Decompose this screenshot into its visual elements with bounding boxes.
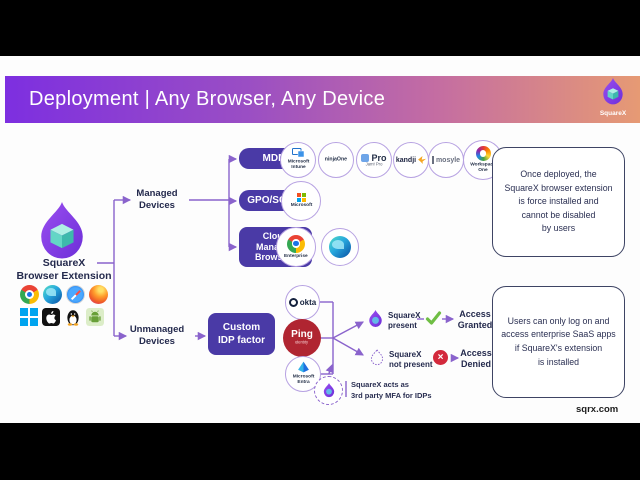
squarex-flame-icon (41, 202, 83, 259)
entra-icon (297, 361, 309, 373)
vendor-okta: okta (285, 285, 320, 320)
brand-name: SquareX (599, 110, 627, 117)
okta-ring-icon (288, 298, 298, 307)
cross-icon: × (433, 350, 448, 365)
access-granted-label: Access Granted (457, 309, 493, 331)
edge-icon (43, 285, 62, 304)
letterbox-bottom (0, 423, 640, 480)
vendor-ping: Ping identity (283, 319, 321, 357)
windows-icon (20, 308, 38, 326)
page-title: Deployment | Any Browser, Any Device (29, 88, 386, 110)
vendor-chrome-enterprise: Enterprise (276, 227, 316, 267)
mfa-note: SquareX acts as 3rd party MFA for IDPs (351, 380, 432, 400)
firefox-icon (89, 285, 108, 304)
slide-header: Deployment | Any Browser, Any Device Squ… (5, 76, 640, 123)
squarex-flame-outline-icon (370, 349, 384, 366)
chrome-enterprise-icon (287, 234, 305, 253)
squarex-present-label: SquareX present (388, 311, 421, 330)
unmanaged-devices-label: Unmanaged Devices (129, 324, 185, 347)
safari-icon (66, 285, 85, 304)
callout-forced-install: Once deployed, the SquareX browser exten… (492, 147, 625, 257)
vendor-ninjaone: ninjaOne (318, 142, 354, 178)
intune-icon (291, 148, 304, 158)
supported-os (20, 308, 104, 326)
callout-saas-gate: Users can only log on and access enterpr… (492, 286, 625, 398)
slide-canvas: Deployment | Any Browser, Any Device Squ… (0, 56, 640, 423)
letterbox-top (0, 0, 640, 56)
supported-browsers (20, 285, 108, 304)
vendor-jamf: Pro Jamf Pro (356, 142, 392, 178)
vendor-kandji: kandji (393, 142, 429, 178)
vendor-edge (321, 228, 359, 266)
footer-url: sqrx.com (576, 404, 619, 415)
check-icon (425, 311, 442, 325)
vendor-microsoft: Microsoft (281, 181, 321, 221)
managed-devices-label: Managed Devices (136, 188, 178, 211)
microsoft-logo-icon (296, 193, 306, 203)
vendor-mosyle: mosyle (428, 142, 464, 178)
extension-name: SquareX Browser Extension (16, 257, 112, 283)
squarex-flame-icon (603, 78, 623, 105)
brand-lockup: SquareX (596, 78, 630, 117)
kandji-bird-icon (418, 156, 427, 164)
vendor-intune: Microsoft Intune (280, 142, 316, 178)
chrome-icon (20, 285, 39, 304)
jamf-logo-icon (361, 153, 370, 162)
squarex-flame-icon (369, 310, 382, 327)
apple-icon (42, 308, 60, 326)
custom-idp-node: Custom IDP factor (208, 313, 275, 355)
mosyle-bar-icon (431, 156, 434, 164)
mfa-flame-node (314, 376, 343, 405)
squarex-flame-icon (323, 383, 334, 398)
linux-icon (67, 310, 79, 326)
android-icon (86, 308, 104, 326)
edge-browser-icon (329, 236, 351, 258)
workspace-one-icon (475, 145, 491, 161)
squarex-not-present-label: SquareX not present (389, 350, 433, 369)
access-denied-label: Access Denied (460, 348, 492, 370)
